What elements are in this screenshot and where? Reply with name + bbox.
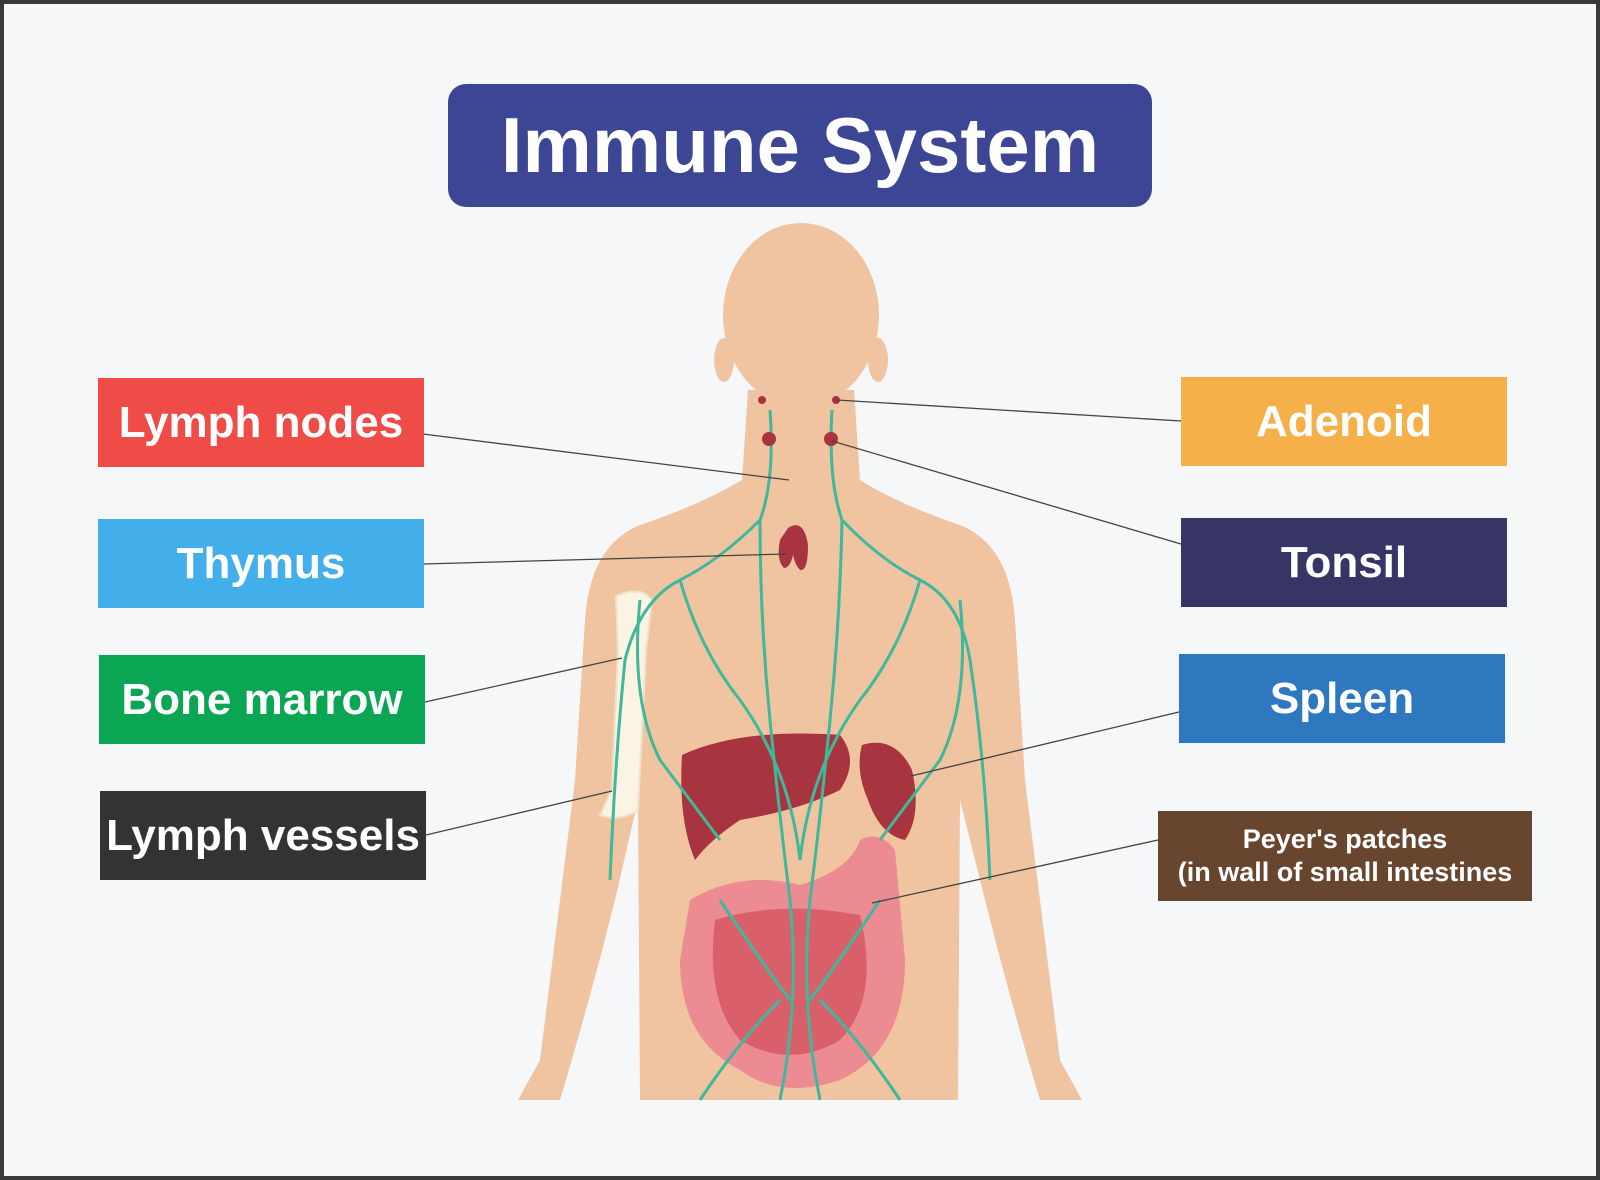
- thymus-organ: [778, 525, 808, 571]
- peyers-line-1: Peyer's patches: [1242, 824, 1448, 854]
- label-tonsil: Tonsil: [1181, 518, 1507, 607]
- label-bone-marrow: Bone marrow: [99, 655, 425, 744]
- label-lymph-vessels: Lymph vessels: [100, 791, 426, 880]
- label-spleen: Spleen: [1179, 654, 1505, 743]
- page-title: Immune System: [448, 84, 1152, 207]
- label-adenoid: Adenoid: [1181, 377, 1507, 466]
- leader-lines: [422, 399, 1182, 904]
- label-thymus: Thymus: [98, 519, 424, 608]
- liver: [681, 733, 850, 860]
- lymph-node-dots: [758, 396, 840, 446]
- peyers-line-2: (in wall of small intestines: [1177, 857, 1513, 887]
- lymph-vessels: [608, 409, 992, 1101]
- spleen-organ: [859, 742, 916, 840]
- bone-marrow-shape: [598, 590, 654, 819]
- label-peyers-patches: Peyer's patches (in wall of small intest…: [1158, 811, 1532, 901]
- label-lymph-nodes: Lymph nodes: [98, 378, 424, 467]
